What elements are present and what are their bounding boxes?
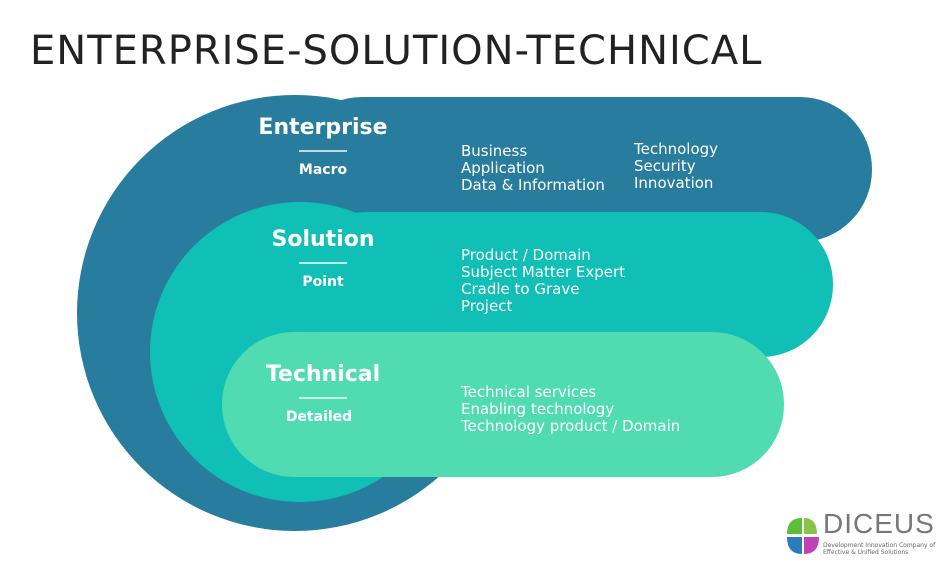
- enterprise-list-1: Business Application Data & Information: [461, 143, 605, 194]
- list-item: Technology: [634, 140, 719, 158]
- solution-scope: Point: [302, 274, 344, 290]
- technical-divider: [299, 397, 347, 399]
- list-item: Technology product / Domain: [461, 417, 681, 435]
- enterprise-divider: [299, 150, 347, 152]
- solution-heading: Solution: [271, 227, 375, 252]
- list-item: Data & Information: [461, 176, 605, 194]
- list-item: Project: [461, 297, 513, 315]
- list-item: Enabling technology: [461, 400, 615, 418]
- diceus-logo: DICEUS Development Innovation Company of…: [785, 508, 945, 567]
- solution-divider: [299, 262, 347, 264]
- enterprise-scope: Macro: [298, 162, 348, 178]
- enterprise-heading: Enterprise: [258, 115, 388, 140]
- solution-list: Product / Domain Subject Matter Expert C…: [461, 247, 625, 315]
- page-title: ENTERPRISE-SOLUTION-TECHNICAL: [30, 28, 763, 74]
- list-item: Security: [634, 157, 696, 175]
- list-item: Business: [461, 142, 528, 160]
- logo-mark-icon: [787, 518, 819, 554]
- list-item: Technical services: [461, 383, 597, 401]
- technical-list: Technical services Enabling technology T…: [461, 384, 680, 435]
- list-item: Cradle to Grave: [461, 280, 580, 298]
- list-item: Product / Domain: [461, 246, 591, 264]
- technical-heading: Technical: [265, 362, 381, 387]
- list-item: Subject Matter Expert: [461, 263, 626, 281]
- technical-scope: Detailed: [285, 409, 353, 425]
- list-item: Innovation: [634, 174, 714, 192]
- technical-shape: [222, 332, 784, 477]
- enterprise-list-2: Technology Security Innovation: [634, 141, 718, 192]
- logo-tagline: Development Innovation Company of Effect…: [823, 542, 936, 556]
- logo-word: DICEUS: [823, 508, 935, 539]
- list-item: Application: [461, 159, 545, 177]
